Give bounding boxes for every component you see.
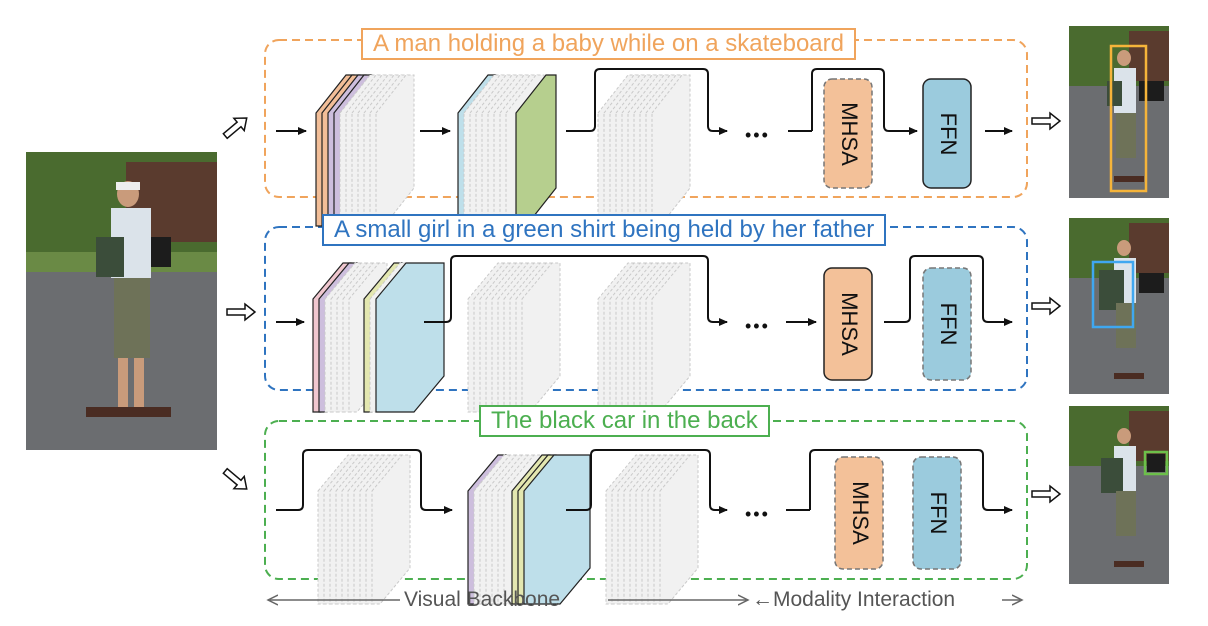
- mhsa-label: MHSA: [848, 481, 873, 545]
- row-caption-3: The black car in the back: [479, 405, 770, 437]
- output-image-3: [1069, 406, 1169, 584]
- skip-connection: [884, 255, 1013, 326]
- ellipsis: •••: [745, 125, 770, 145]
- bounding-box: [1109, 44, 1148, 193]
- ffn-block: [912, 456, 962, 570]
- ffn-block: [922, 78, 972, 189]
- mhsa-block: [834, 456, 884, 570]
- mhsa-label: MHSA: [837, 292, 862, 356]
- gray-layer: [659, 454, 699, 605]
- mhsa-block: [823, 267, 873, 381]
- ffn-label: FFN: [936, 113, 961, 156]
- mhsa-label: MHSA: [837, 102, 862, 166]
- ffn-label: FFN: [926, 492, 951, 535]
- row-caption-1: A man holding a baby while on a skateboa…: [361, 28, 856, 60]
- bounding-box: [1143, 450, 1169, 476]
- skip-connection: [276, 449, 453, 514]
- modality-interaction-label: ←Modality Interaction: [752, 588, 956, 611]
- bounding-box: [1091, 260, 1135, 329]
- input-arrow-2: [226, 302, 257, 322]
- ellipsis: •••: [745, 316, 770, 336]
- output-arrow-3: [1031, 484, 1062, 504]
- skip-connection: [811, 68, 918, 135]
- input-arrow-1: [222, 117, 248, 140]
- ffn-label: FFN: [936, 303, 961, 346]
- output-arrow-2: [1031, 296, 1062, 316]
- input-arrow-3: [222, 467, 248, 490]
- skip-connection: [424, 255, 728, 326]
- output-arrow-1: [1031, 111, 1062, 131]
- ellipsis: •••: [745, 504, 770, 524]
- input-image: [26, 152, 217, 450]
- ffn-block: [922, 267, 972, 381]
- skip-connection: [809, 449, 1013, 514]
- output-image-2: [1069, 218, 1169, 394]
- gray-layer: [371, 454, 411, 605]
- output-image-1: [1069, 26, 1169, 198]
- active-layer: [523, 454, 591, 605]
- skip-connection: [566, 449, 728, 514]
- mhsa-block: [823, 78, 873, 189]
- skip-connection: [566, 68, 728, 135]
- active-layer: [375, 262, 445, 413]
- row-caption-2: A small girl in a green shirt being held…: [322, 214, 887, 246]
- visual-backbone-label: Visual Backbone: [404, 588, 561, 611]
